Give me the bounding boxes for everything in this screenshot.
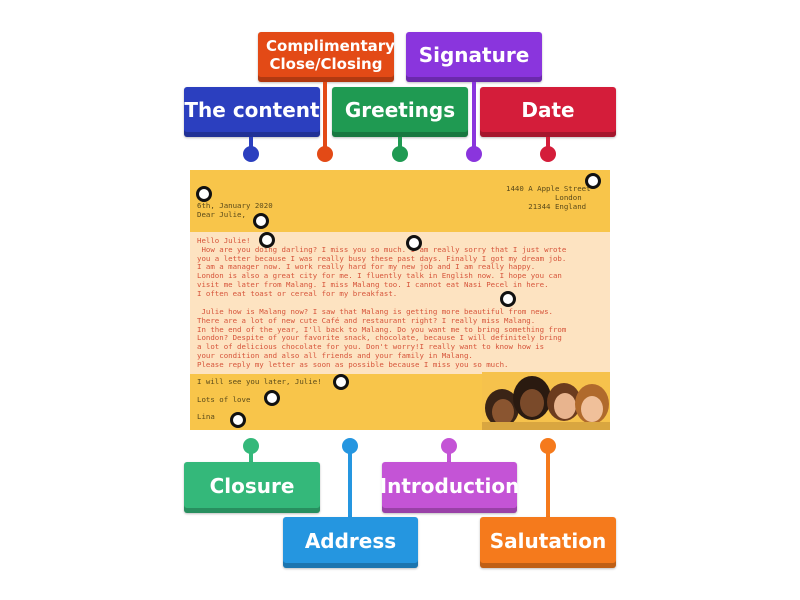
connector-dot [317,146,333,162]
connector-dot [466,146,482,162]
drop-target[interactable] [500,291,516,307]
tile-label: Introduction [379,473,520,498]
tile-the-content[interactable]: The content [184,87,320,137]
letter-date-greeting: 6th, January 2020 Dear Julie, [197,201,273,219]
letter-signature: Lina [197,412,215,421]
tile-date[interactable]: Date [480,87,616,137]
connector-dot [392,146,408,162]
tile-introduction[interactable]: Introduction [379,462,520,513]
letter-closure: I will see you later, Julie! [197,377,322,386]
tile-label: Date [521,98,575,122]
drop-target[interactable] [585,173,601,189]
children-photo [482,372,610,430]
connector-line [447,446,451,463]
letter-body-band [190,232,610,374]
tile-label: Closure [209,473,295,498]
connector-line [472,82,476,154]
drop-target[interactable] [333,374,349,390]
connector-line [398,137,402,154]
letter-introduction: Hello Julie! How are you doing darling? … [197,236,567,298]
tile-closure[interactable]: Closure [184,462,320,513]
tile-label: The content [184,98,320,122]
tile-salutation[interactable]: Salutation [480,517,616,568]
connector-dot [243,146,259,162]
tile-address[interactable]: Address [283,517,418,568]
tile-complimentary-close[interactable]: Complimentary Close/Closing [258,32,395,82]
tile-signature[interactable]: Signature [406,32,542,82]
letter-image: 1440 A Apple Street London 21344 England… [190,170,610,430]
connector-dot [540,146,556,162]
connector-line [546,137,550,154]
connector-line [249,446,253,463]
drop-target[interactable] [230,412,246,428]
drop-target[interactable] [259,232,275,248]
tile-label: Signature [418,43,530,67]
tile-greetings[interactable]: Greetings [332,87,468,137]
letter-content: Julie how is Malang now? I saw that Mala… [197,307,567,369]
tile-label: Salutation [489,528,607,553]
drop-target[interactable] [406,235,422,251]
letter-complimentary-close: Lots of love [197,395,251,404]
drop-target[interactable] [196,186,212,202]
connector-line [348,446,352,518]
letter-address: 1440 A Apple Street London 21344 England [506,184,591,211]
tile-label: Greetings [344,98,456,122]
drop-target[interactable] [264,390,280,406]
drop-target[interactable] [253,213,269,229]
connector-line [323,82,327,154]
connector-line [546,446,550,518]
tile-label: Address [304,528,397,553]
connector-line [249,137,253,154]
tile-label: Complimentary Close/Closing [266,37,395,73]
